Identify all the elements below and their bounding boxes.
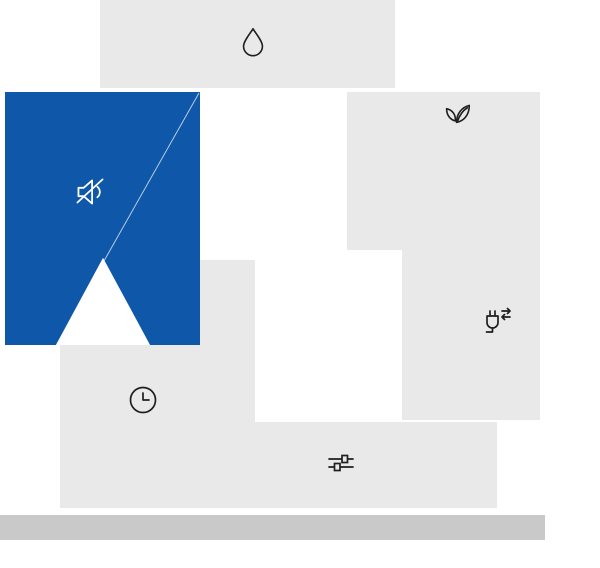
muted-speaker-icon bbox=[69, 171, 111, 213]
clock-icon bbox=[125, 382, 161, 418]
plug-swap-icon bbox=[478, 303, 514, 339]
tile-leaf[interactable] bbox=[347, 92, 540, 250]
tile-water-drop[interactable] bbox=[100, 0, 395, 88]
water-drop-icon bbox=[236, 25, 270, 59]
sliders-icon bbox=[324, 446, 358, 480]
accent-banner-mute[interactable] bbox=[5, 92, 200, 345]
tile-plug[interactable] bbox=[402, 250, 540, 420]
leaf-icon bbox=[440, 95, 474, 129]
tile-sliders[interactable] bbox=[200, 422, 497, 508]
bottom-bar bbox=[0, 515, 545, 540]
